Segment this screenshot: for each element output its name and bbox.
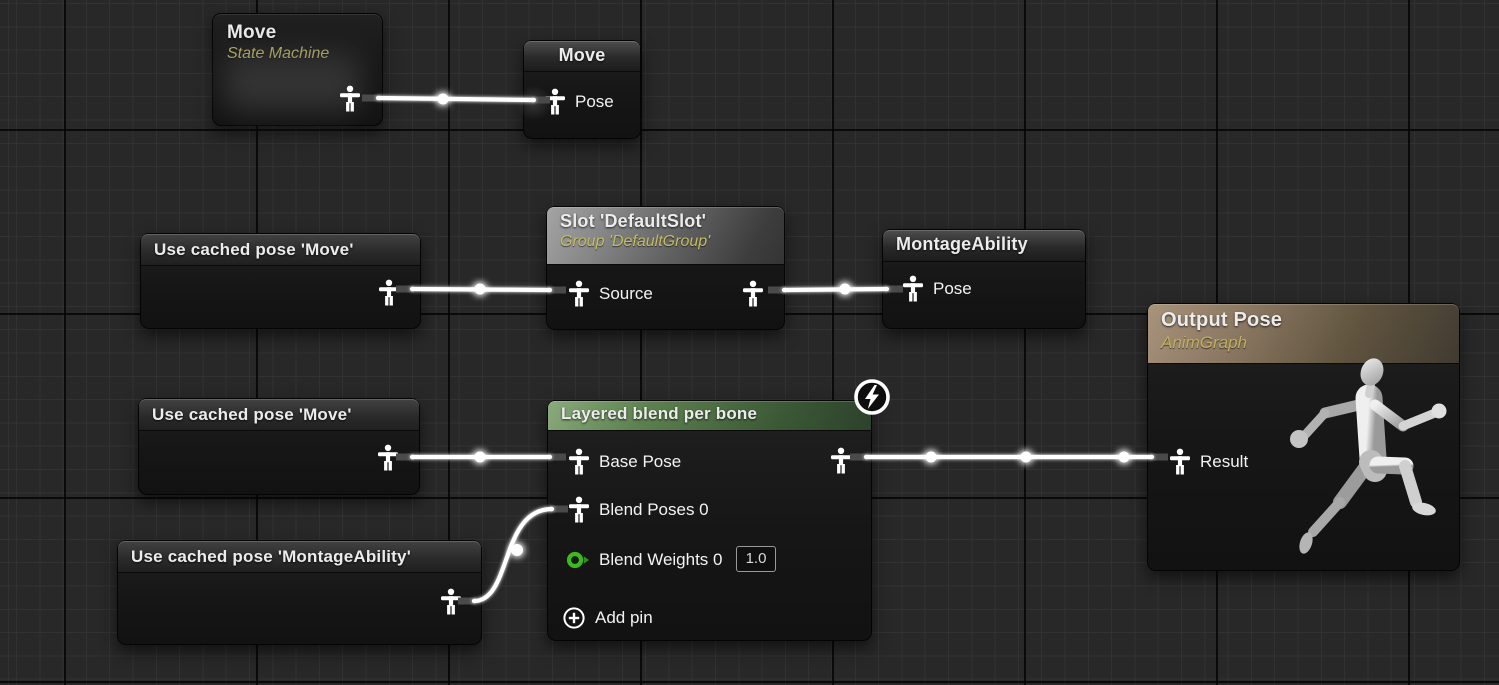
pose-output-pin[interactable]: [378, 279, 400, 306]
person-pose-pin-icon: [378, 444, 398, 471]
pose-output-pin[interactable]: [339, 85, 361, 112]
node-output-pose[interactable]: Output Pose AnimGraph Result: [1147, 303, 1460, 571]
lightning-bolt-icon: [854, 379, 890, 415]
node-title: Use cached pose 'Move': [154, 240, 354, 259]
person-pose-pin-icon: [569, 448, 589, 475]
add-pin-label: Add pin: [595, 608, 653, 627]
fast-path-lightning-badge: [852, 377, 892, 422]
person-pose-pin-icon: [1170, 448, 1190, 475]
add-pin-button[interactable]: Add pin: [562, 606, 653, 630]
node-use-cached-pose-move-lower[interactable]: Use cached pose 'Move': [138, 398, 420, 495]
pin-label: Pose: [933, 278, 972, 298]
person-pose-pin-icon: [379, 279, 399, 306]
node-subtitle: AnimGraph: [1161, 333, 1247, 352]
pin-label: Base Pose: [599, 451, 682, 471]
person-pose-pin-icon: [903, 275, 923, 302]
node-title: Move: [227, 22, 277, 43]
person-pose-pin-icon: [340, 85, 360, 112]
blurred-watermark: [223, 54, 361, 112]
pose-output-pin[interactable]: [377, 444, 399, 471]
person-pose-pin-icon: [569, 496, 589, 523]
pose-input-pin[interactable]: Pose: [902, 275, 972, 302]
blend-weights-input-pin[interactable]: Blend Weights 0: [566, 550, 722, 570]
node-use-cached-pose-montageability[interactable]: Use cached pose 'MontageAbility': [117, 540, 482, 645]
blend-poses-input-pin[interactable]: Blend Poses 0: [568, 496, 709, 523]
base-pose-input-pin[interactable]: Base Pose: [568, 448, 681, 475]
node-subtitle: Group 'DefaultGroup': [560, 233, 711, 250]
node-move-state-machine[interactable]: Move State Machine: [212, 13, 383, 126]
node-title: Slot 'DefaultSlot': [560, 211, 707, 231]
source-input-pin[interactable]: Source: [568, 280, 653, 307]
pin-label: Blend Weights 0: [599, 550, 723, 569]
node-title: Use cached pose 'Move': [152, 405, 352, 424]
node-save-cached-pose-montageability[interactable]: MontageAbility Pose: [882, 229, 1086, 329]
mannequin-figure: [1290, 358, 1447, 554]
pin-label: Blend Poses 0: [599, 499, 709, 519]
node-layered-blend-per-bone[interactable]: Layered blend per bone Base Pose Blend P: [547, 400, 872, 641]
plus-circle-icon: [563, 607, 585, 629]
result-input-pin[interactable]: Result: [1169, 448, 1248, 475]
node-title: Move: [558, 45, 606, 65]
node-title: Output Pose: [1161, 309, 1283, 331]
person-pose-pin-icon: [441, 588, 461, 615]
person-pose-pin-icon: [831, 447, 851, 474]
person-pose-pin-icon: [545, 88, 565, 115]
node-title: MontageAbility: [896, 234, 1028, 254]
pose-output-pin[interactable]: [742, 280, 764, 307]
pose-output-pin[interactable]: [440, 588, 462, 615]
pin-label: Pose: [575, 91, 614, 111]
node-subtitle: State Machine: [227, 45, 330, 62]
node-save-cached-pose-move[interactable]: Move Pose: [516, 40, 641, 139]
node-slot-defaultslot[interactable]: Slot 'DefaultSlot' Group 'DefaultGroup' …: [546, 206, 785, 330]
node-title: Layered blend per bone: [561, 404, 758, 423]
float-pin-icon: [566, 551, 589, 569]
node-use-cached-pose-move-upper[interactable]: Use cached pose 'Move': [140, 233, 421, 329]
node-title: Use cached pose 'MontageAbility': [131, 547, 411, 566]
pose-output-pin[interactable]: [830, 447, 852, 474]
blend-weight-value-input[interactable]: 1.0: [736, 546, 776, 572]
pose-input-pin[interactable]: Pose: [544, 88, 614, 115]
person-pose-pin-icon: [569, 280, 589, 307]
person-pose-pin-icon: [743, 280, 763, 307]
pin-label: Result: [1200, 451, 1249, 471]
pin-label: Source: [599, 283, 653, 303]
